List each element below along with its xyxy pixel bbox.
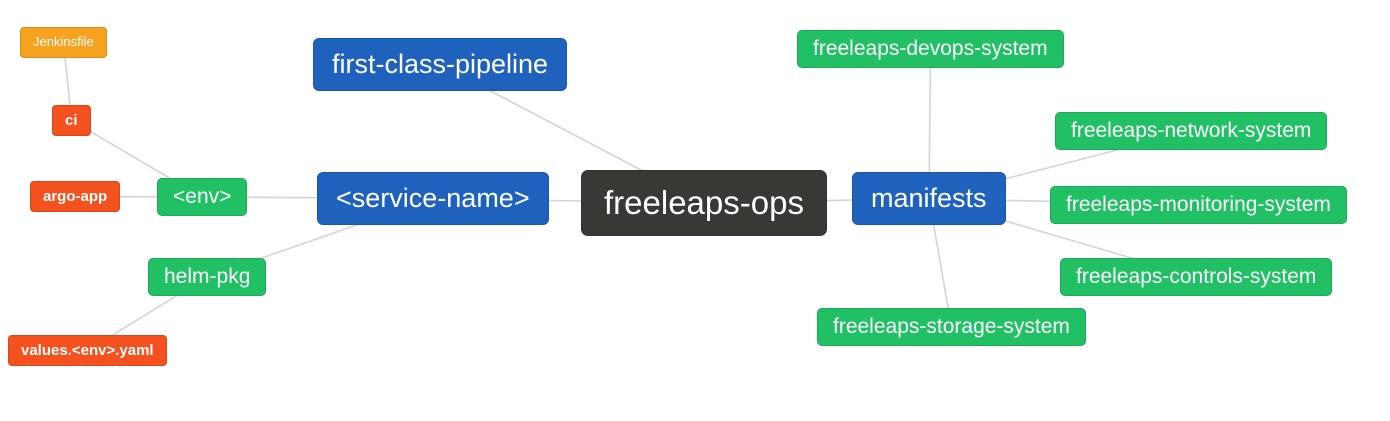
- node-values-env-yaml[interactable]: values.<env>.yaml: [8, 335, 167, 367]
- node-freeleaps-storage-system[interactable]: freeleaps-storage-system: [817, 308, 1086, 347]
- node-jenkinsfile[interactable]: Jenkinsfile: [20, 27, 107, 58]
- node-first-class-pipeline[interactable]: first-class-pipeline: [313, 38, 568, 92]
- node-freeleaps-devops-system[interactable]: freeleaps-devops-system: [797, 30, 1064, 69]
- node-freeleaps-controls-system[interactable]: freeleaps-controls-system: [1060, 258, 1333, 297]
- node-service-name[interactable]: <service-name>: [317, 172, 549, 226]
- node-helm-pkg[interactable]: helm-pkg: [148, 258, 267, 297]
- node-manifests[interactable]: manifests: [852, 172, 1006, 226]
- node-env[interactable]: <env>: [157, 178, 248, 217]
- node-argo-app[interactable]: argo-app: [30, 181, 121, 213]
- node-freeleaps-monitoring-system[interactable]: freeleaps-monitoring-system: [1050, 186, 1347, 225]
- node-freeleaps-network-system[interactable]: freeleaps-network-system: [1055, 112, 1328, 151]
- node-ci[interactable]: ci: [52, 105, 91, 137]
- node-freeleaps-ops[interactable]: freeleaps-ops: [581, 170, 827, 236]
